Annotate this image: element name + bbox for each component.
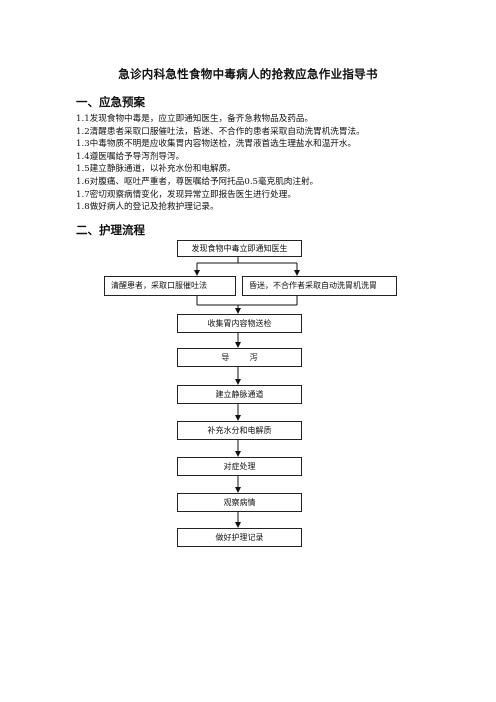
list-item: 1.6对腹痛、呕吐严重者，尊医嘱给予阿托品0.5毫克肌肉注射。: [76, 176, 319, 187]
flow-step-purge: 导 泻: [177, 348, 302, 367]
flow-branch-left: 清醒患者，采取口服催吐法: [104, 276, 236, 296]
flow-step-symptomatic-treatment: 对症处理: [177, 457, 302, 476]
list-item: 1.4遵医嘱给予导泻剂导泻。: [76, 151, 185, 162]
flow-step-start: 发现食物中毒立即通知医生: [177, 240, 302, 257]
flow-step-collect-sample: 收集胃内容物送检: [177, 314, 302, 333]
page-title: 急诊内科急性食物中毒病人的抢救应急作业指导书: [118, 67, 378, 81]
flow-step-nursing-record: 做好护理记录: [177, 528, 302, 547]
list-item: 1.8做好病人的登记及抢救护理记录。: [76, 202, 219, 213]
emergency-plan-list: 1.1发现食物中毒是，应立即通知医生，备齐急救物品及药品。 1.2清醒患者采取口…: [76, 113, 436, 214]
flow-step-fluids-electrolytes: 补充水分和电解质: [177, 421, 302, 440]
section-2-heading: 二、护理流程: [76, 223, 145, 237]
section-1-heading: 一、应急预案: [76, 95, 145, 109]
flow-branch-right: 昏迷，不合作者采取自动洗胃机洗胃: [242, 276, 397, 296]
list-item: 1.3中毒物质不明是应收集胃内容物送检，洗胃液首选生理盐水和温开水。: [76, 139, 357, 150]
list-item: 1.2清醒患者采取口服催吐法，昏迷、不合作的患者采取自动洗胃机洗胃法。: [76, 126, 365, 137]
list-item: 1.1发现食物中毒是，应立即通知医生，备齐急救物品及药品。: [76, 114, 314, 124]
list-item: 1.7密切观察病情变化，发现异常立即报告医生进行处理。: [76, 189, 296, 200]
flow-step-label: 观察病情: [223, 497, 256, 507]
flow-step-label: 导 泻: [221, 352, 258, 362]
flow-step-label: 清醒患者，采取口服催吐法: [111, 281, 207, 290]
flow-step-observe: 观察病情: [177, 493, 302, 512]
list-item: 1.5建立静脉通道，以补充水份和电解质。: [76, 164, 236, 175]
flow-step-label: 做好护理记录: [215, 532, 264, 542]
flow-step-iv-access: 建立静脉通道: [177, 385, 302, 404]
flow-step-label: 补充水分和电解质: [207, 425, 272, 435]
flow-step-label: 昏迷，不合作者采取自动洗胃机洗胃: [249, 281, 377, 290]
flow-step-label: 建立静脉通道: [215, 389, 264, 399]
flow-step-label: 对症处理: [223, 461, 256, 471]
flow-step-label: 收集胃内容物送检: [207, 318, 272, 328]
flow-step-label: 发现食物中毒立即通知医生: [191, 243, 288, 253]
